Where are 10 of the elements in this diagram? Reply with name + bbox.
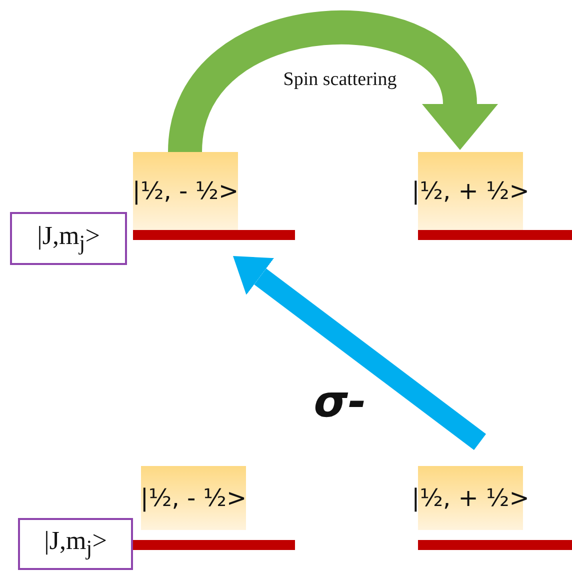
edge-label: σ- (314, 376, 366, 428)
state-label: |½, - ½> (133, 152, 238, 230)
arrow (168, 11, 498, 155)
basis-label: |J,m$_{j}$> (18, 518, 133, 570)
arrow (233, 256, 486, 450)
energy-level (133, 152, 295, 240)
state-label: |½, - ½> (141, 466, 246, 530)
basis-label: |J,m$_{j}$> (10, 212, 127, 265)
energy-level (133, 466, 295, 550)
edge-label: Spin scattering (283, 69, 397, 91)
